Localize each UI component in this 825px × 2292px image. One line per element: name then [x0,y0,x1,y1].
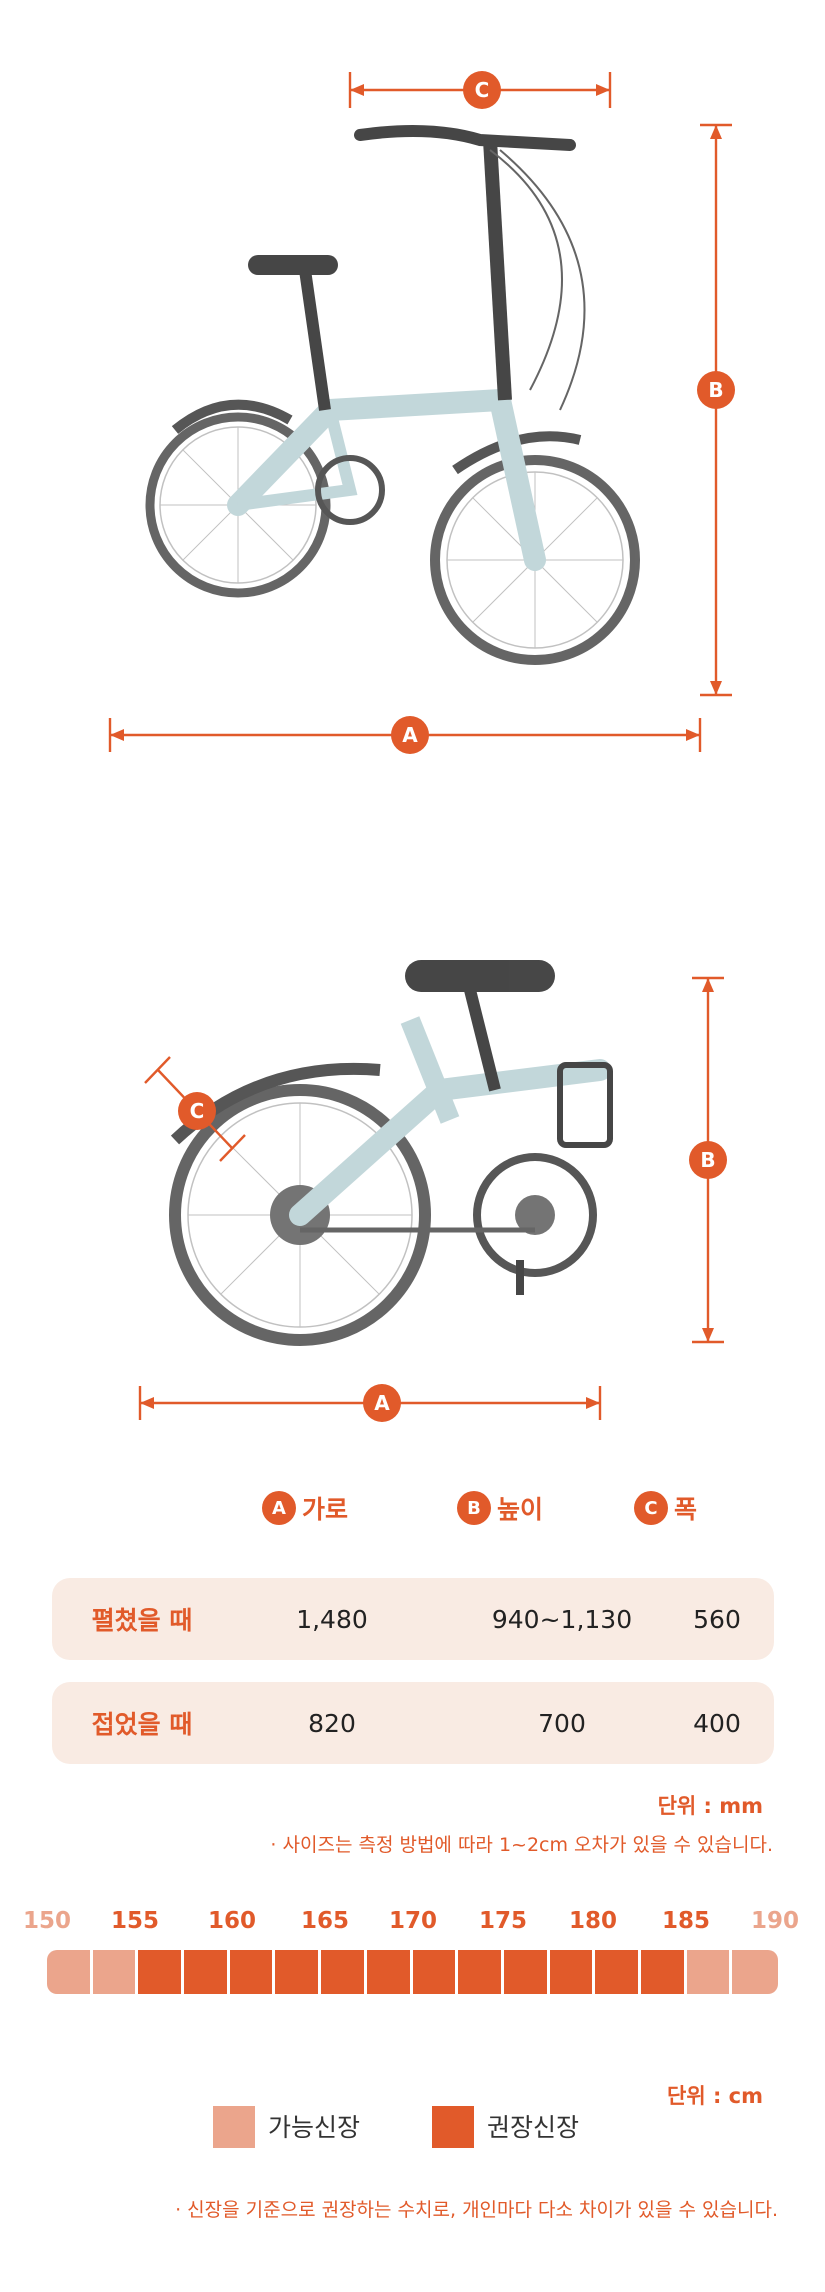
unfolded-bike-diagram: C B A [108,71,735,754]
recommended-height-segment [321,1950,367,1994]
recommended-height-segment [184,1950,230,1994]
possible-height-segment [732,1950,778,1994]
badge-c-unfolded: C [463,71,501,109]
recommended-height-segment [138,1950,185,1994]
value-width: 1,480 [296,1604,368,1634]
recommended-height-segment [640,1950,687,1994]
badge-b-folded: B [689,1141,727,1179]
legend-possible-swatch [213,2106,255,2148]
header-height: B 높이 [457,1488,543,1528]
recommended-height-segment [503,1950,550,1994]
possible-height-segment [92,1950,139,1994]
recommended-height-segment [595,1950,641,1994]
badge-a-folded: A [363,1384,401,1422]
value-width: 820 [308,1708,356,1738]
row-unfolded: 펼쳤을 때 1,480 940~1,130 560 [52,1578,774,1660]
value-height: 700 [538,1708,586,1738]
legend-recommended-swatch [432,2106,474,2148]
svg-text:B: B [708,378,723,402]
svg-text:B: B [700,1148,715,1172]
scale-label: 170 [388,1908,438,1934]
header-width-label: 가로 [302,1495,349,1524]
scale-label: 165 [300,1908,350,1934]
height-note: · 신장을 기준으로 권장하는 수치로, 개인마다 다소 차이가 있을 수 있습… [175,2199,778,2221]
scale-label: 160 [207,1908,257,1934]
row-label: 펼쳤을 때 [91,1606,193,1635]
recommended-height-segment [366,1950,413,1994]
value-breadth: 560 [693,1604,741,1634]
folded-bike-diagram: C B A [138,960,727,1422]
row-label: 접었을 때 [91,1710,193,1739]
header-breadth-label: 폭 [674,1495,698,1524]
value-height: 940~1,130 [491,1604,633,1634]
badge-c-folded: C [178,1092,216,1130]
height-unit: 단위 : cm [667,2084,763,2108]
folded-bike-photo [169,960,613,1346]
header-breadth: C 폭 [634,1488,697,1528]
row-folded: 접었을 때 820 700 400 [52,1682,774,1764]
recommended-height-segment [412,1950,459,1994]
scale-label: 155 [110,1908,160,1934]
recommended-height-segment [275,1950,322,1994]
header-width: A 가로 [262,1488,348,1528]
svg-text:A: A [402,723,418,747]
height-scale-bar [47,1950,778,1994]
size-note: · 사이즈는 측정 방법에 따라 1~2cm 오차가 있을 수 있습니다. [270,1834,773,1856]
recommended-height-segment [549,1950,596,1994]
legend-recommended-label: 권장신장 [487,2113,580,2142]
scale-label: 185 [661,1908,711,1934]
scale-label: 190 [750,1908,800,1934]
possible-height-segment [686,1950,733,1994]
possible-height-segment [47,1950,93,1994]
svg-text:A: A [374,1391,390,1415]
badge-c-header: C [634,1491,668,1525]
header-height-label: 높이 [497,1495,544,1524]
scale-label: 180 [568,1908,618,1934]
legend-possible-label: 가능신장 [268,2113,361,2142]
badge-a-header: A [262,1491,296,1525]
badge-a-unfolded: A [391,716,429,754]
value-breadth: 400 [693,1708,741,1738]
scale-label: 175 [478,1908,528,1934]
svg-text:C: C [190,1099,205,1123]
svg-text:C: C [475,78,490,102]
badge-b-unfolded: B [697,371,735,409]
badge-b-header: B [457,1491,491,1525]
unfolded-bike-photo [145,125,640,665]
recommended-height-segment [458,1950,504,1994]
size-unit: 단위 : mm [657,1794,763,1818]
scale-label: 150 [22,1908,72,1934]
recommended-height-segment [229,1950,276,1994]
